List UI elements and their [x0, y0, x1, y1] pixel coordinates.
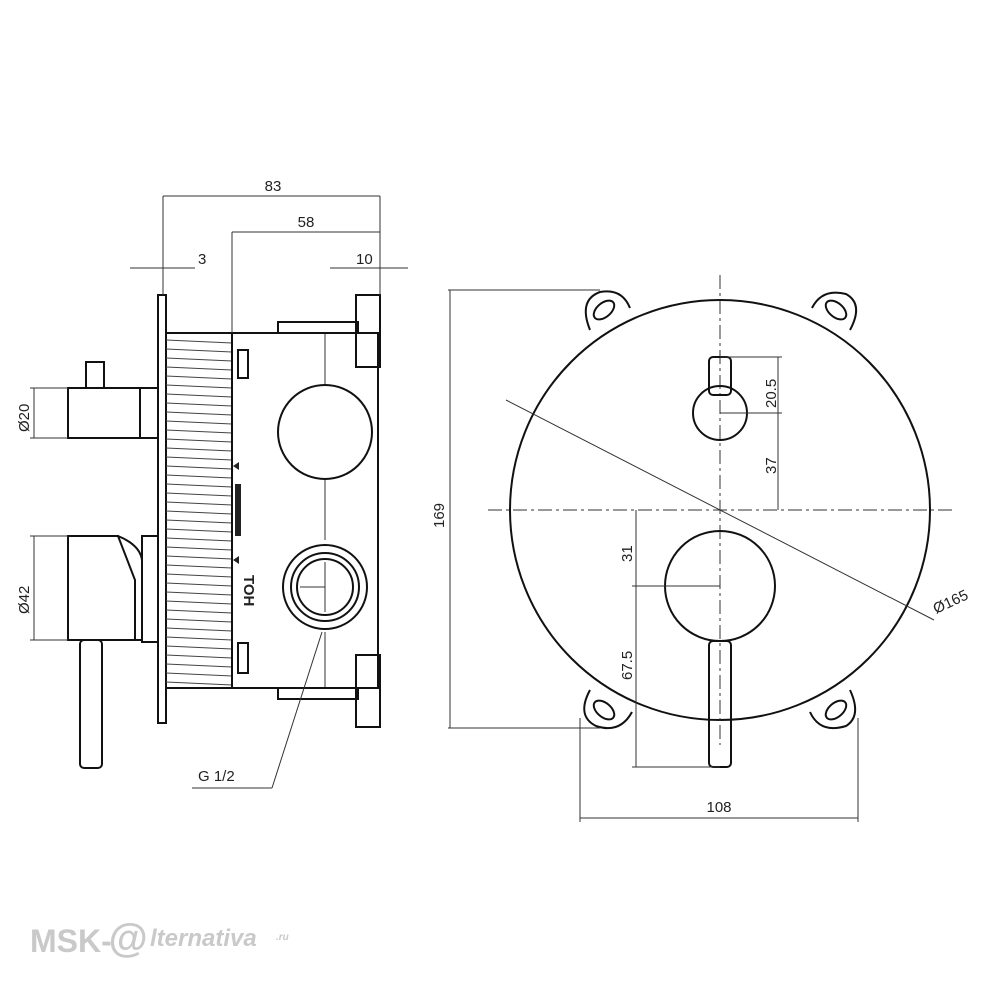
- thread-line: [165, 357, 233, 362]
- watermark: MSK- @ lternativa .ru: [30, 917, 289, 961]
- flange-bottom: [355, 654, 381, 728]
- slot-top: [237, 349, 249, 379]
- watermark-suffix: .ru: [276, 932, 289, 943]
- dimension-d42: Ø42: [16, 535, 68, 641]
- svg-text:31: 31: [619, 545, 636, 562]
- svg-text:83: 83: [265, 178, 282, 195]
- slot-bottom: [237, 642, 249, 674]
- thread-line: [165, 465, 233, 470]
- dimension-37: 37: [763, 413, 780, 510]
- thread-line: [165, 438, 233, 443]
- thread-line: [165, 681, 233, 686]
- thread-line: [165, 348, 233, 353]
- clamp-top: [277, 321, 359, 334]
- thread-line: [165, 456, 233, 461]
- outlet-circle-inner: [290, 552, 360, 622]
- thread-line: [165, 618, 233, 623]
- dimension-20-5: 20.5: [720, 356, 782, 414]
- dimension-3: 3: [130, 251, 206, 269]
- watermark-at-icon: @: [108, 917, 147, 961]
- marking-label: TOH: [240, 575, 257, 606]
- svg-text:20.5: 20.5: [763, 379, 780, 408]
- svg-text:169: 169: [431, 503, 448, 528]
- thread-line: [165, 582, 233, 587]
- lower-handle-body: [67, 535, 136, 641]
- thread-line: [165, 339, 233, 344]
- valve-box: [231, 332, 379, 689]
- thread-line: [165, 672, 233, 677]
- svg-text:G 1/2: G 1/2: [198, 768, 235, 785]
- outlet-circle-outer: [282, 544, 368, 630]
- outlet-circle-core: [296, 558, 354, 616]
- thread-line: [165, 393, 233, 398]
- side-view: TOH 83 58 3: [16, 178, 408, 789]
- dimension-83: 83: [162, 178, 381, 295]
- dimension-31: 31: [619, 510, 720, 587]
- dimension-10: 10: [330, 251, 408, 269]
- svg-text:3: 3: [198, 251, 206, 268]
- svg-text:Ø42: Ø42: [16, 586, 33, 614]
- flange-top: [355, 294, 381, 368]
- thread-line: [165, 501, 233, 506]
- thread-line: [165, 654, 233, 659]
- thread-line: [165, 537, 233, 542]
- svg-text:Ø20: Ø20: [16, 404, 33, 432]
- front-view: 169 20.5 37 31 67.5 Ø165: [431, 275, 971, 822]
- dimension-169: 169: [431, 289, 600, 729]
- dimension-67-5: 67.5: [619, 586, 720, 768]
- wall-plate: [157, 294, 167, 724]
- thread-line: [165, 429, 233, 434]
- watermark-right: lternativa: [150, 925, 257, 952]
- thread-line: [165, 591, 233, 596]
- dimension-d20: Ø20: [16, 387, 68, 439]
- thread-line: [165, 483, 233, 488]
- clamp-bottom: [277, 687, 359, 700]
- thread-callout: G 1/2: [192, 631, 323, 789]
- thread-line: [165, 663, 233, 668]
- svg-text:67.5: 67.5: [619, 651, 636, 680]
- svg-text:10: 10: [356, 251, 373, 268]
- thread-line: [165, 420, 233, 425]
- small-arrow-markings: [233, 462, 241, 564]
- thread-line: [165, 609, 233, 614]
- thread-line: [165, 474, 233, 479]
- thread-line: [165, 366, 233, 371]
- svg-text:37: 37: [763, 457, 780, 474]
- svg-text:108: 108: [706, 799, 731, 816]
- svg-text:Ø165: Ø165: [931, 587, 971, 618]
- thread-line: [165, 645, 233, 650]
- thread-line: [165, 573, 233, 578]
- mounting-ears: [583, 290, 857, 730]
- thread-line: [165, 546, 233, 551]
- dimension-58: 58: [231, 214, 380, 333]
- thread-line: [165, 411, 233, 416]
- thread-line: [165, 519, 233, 524]
- lower-lever: [79, 639, 103, 769]
- thread-line: [165, 555, 233, 560]
- cartridge-circle: [277, 384, 373, 480]
- thread-line: [165, 492, 233, 497]
- thread-line: [165, 636, 233, 641]
- thread-line: [165, 528, 233, 533]
- thread-line: [165, 402, 233, 407]
- thread-line: [165, 627, 233, 632]
- upper-handle-body: [67, 387, 159, 439]
- dimension-108: 108: [579, 718, 859, 822]
- svg-text:58: 58: [298, 214, 315, 231]
- thread-line: [165, 447, 233, 452]
- watermark-left: MSK-: [30, 923, 112, 959]
- thread-line: [165, 510, 233, 515]
- thread-lines: [165, 339, 233, 686]
- thread-line: [165, 600, 233, 605]
- thread-line: [165, 564, 233, 569]
- thread-line: [165, 375, 233, 380]
- thread-line: [165, 384, 233, 389]
- upper-handle-knob: [85, 361, 105, 389]
